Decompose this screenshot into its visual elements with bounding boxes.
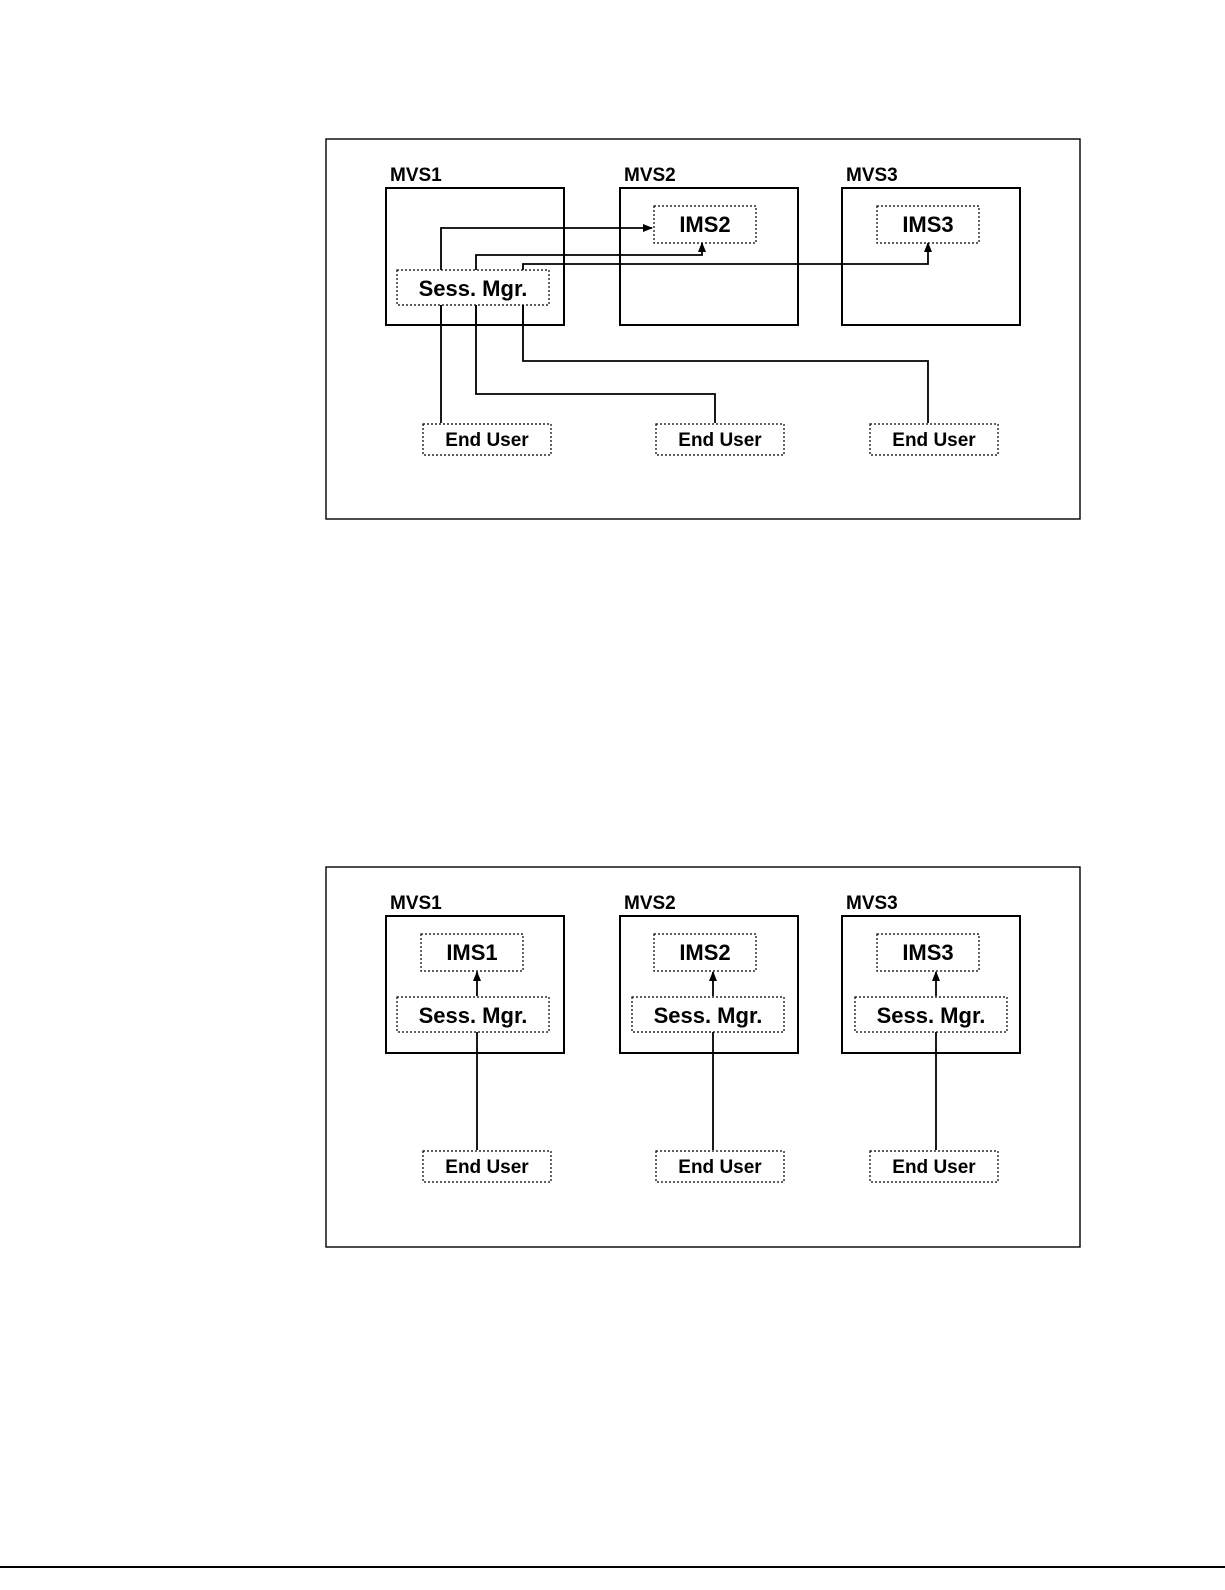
ims2-label: IMS2 [679,212,730,237]
figure-frame [326,867,1080,1247]
figure-frame [326,139,1080,519]
session-manager-label-2: Sess. Mgr. [654,1003,763,1028]
diagram-distributed-session-managers: MVS1 MVS2 MVS3 IMS1 IMS2 IMS3 Sess. Mgr.… [326,867,1080,1247]
ims3-label: IMS3 [902,940,953,965]
session-manager-label-1: Sess. Mgr. [419,1003,528,1028]
end-user-label-3: End User [892,1157,976,1178]
end-user-label-2: End User [678,430,762,451]
end-user-label-2: End User [678,1157,762,1178]
ims2-label: IMS2 [679,940,730,965]
system-label-mvs1: MVS1 [390,893,442,914]
page-bottom-rule [0,1566,1225,1568]
system-label-mvs2: MVS2 [624,165,676,186]
end-user-label-3: End User [892,430,976,451]
session-manager-label: Sess. Mgr. [419,276,528,301]
session-manager-label-3: Sess. Mgr. [877,1003,986,1028]
connection-user3-to-ims3 [523,243,928,423]
system-label-mvs2: MVS2 [624,893,676,914]
ims3-label: IMS3 [902,212,953,237]
system-label-mvs1: MVS1 [390,165,442,186]
system-label-mvs3: MVS3 [846,893,898,914]
end-user-label-1: End User [445,430,529,451]
end-user-label-1: End User [445,1157,529,1178]
diagram-centralized-session-manager: MVS1 MVS2 MVS3 IMS2 IMS3 Sess. Mgr. End … [326,139,1080,519]
ims1-label: IMS1 [446,940,497,965]
system-label-mvs3: MVS3 [846,165,898,186]
